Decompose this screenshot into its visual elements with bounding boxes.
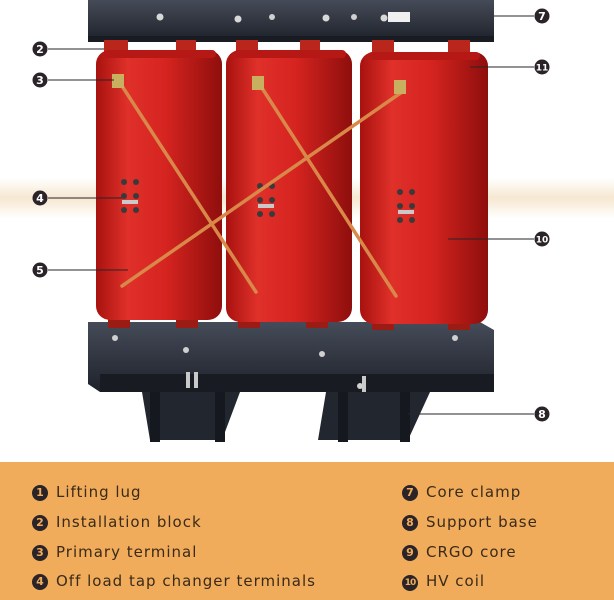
hv-coil-center bbox=[226, 50, 352, 322]
support-base bbox=[88, 322, 494, 442]
legend-label: Off load tap changer terminals bbox=[56, 572, 316, 590]
legend-item-crgo-core: 9 CRGO core bbox=[402, 543, 517, 561]
legend-item-installation-block: 2 Installation block bbox=[32, 513, 202, 531]
callout-11: 11 bbox=[534, 59, 550, 75]
svg-text:3: 3 bbox=[36, 74, 44, 87]
legend-item-hv-coil: 10 HV coil bbox=[402, 572, 485, 591]
callout-8: 8 bbox=[534, 406, 550, 422]
hv-coil-right bbox=[360, 52, 488, 324]
core-clamp-top bbox=[88, 0, 494, 42]
callout-2: 2 bbox=[32, 41, 48, 57]
legend-number: 7 bbox=[402, 485, 418, 501]
callout-7: 7 bbox=[534, 8, 550, 24]
legend-number: 3 bbox=[32, 545, 48, 561]
callout-3: 3 bbox=[32, 72, 48, 88]
legend-item-lifting-lug: 1 Lifting lug bbox=[32, 483, 142, 501]
callout-5: 5 bbox=[32, 262, 48, 278]
legend-label: Core clamp bbox=[426, 483, 522, 501]
legend-item-support-base: 8 Support base bbox=[402, 513, 538, 531]
svg-text:8: 8 bbox=[538, 408, 546, 421]
leader-lines bbox=[48, 15, 534, 415]
legend-label: HV coil bbox=[426, 572, 486, 590]
legend-label: CRGO core bbox=[426, 543, 517, 561]
legend-number: 4 bbox=[32, 574, 48, 590]
callout-10: 10 bbox=[534, 231, 550, 247]
legend-panel: 1 Lifting lug 2 Installation block 3 Primar… bbox=[0, 462, 614, 600]
svg-text:4: 4 bbox=[36, 192, 44, 205]
legend-item-tap-changer: 4 Off load tap changer terminals bbox=[32, 572, 316, 590]
legend-item-core-clamp: 7 Core clamp bbox=[402, 483, 521, 501]
svg-text:5: 5 bbox=[36, 264, 44, 277]
connection-bars bbox=[120, 84, 404, 298]
legend-label: Support base bbox=[426, 513, 538, 531]
legend-item-primary-terminal: 3 Primary terminal bbox=[32, 543, 197, 561]
legend-label: Lifting lug bbox=[56, 483, 142, 501]
hv-coil-left bbox=[96, 50, 222, 320]
callout-4: 4 bbox=[32, 190, 48, 206]
legend-label: Primary terminal bbox=[56, 543, 198, 561]
legend-number: 2 bbox=[32, 515, 48, 531]
svg-text:10: 10 bbox=[536, 236, 549, 246]
svg-text:11: 11 bbox=[536, 64, 549, 74]
legend-number: 1 bbox=[32, 485, 48, 501]
legend-number: 10 bbox=[402, 575, 418, 591]
legend-number: 8 bbox=[402, 515, 418, 531]
tap-changer-terminals bbox=[121, 179, 415, 223]
svg-text:7: 7 bbox=[538, 10, 546, 23]
legend-label: Installation block bbox=[56, 513, 202, 531]
transformer-figure: 7 2 11 3 4 10 5 8 bbox=[0, 0, 614, 442]
svg-text:2: 2 bbox=[36, 43, 44, 56]
legend-number: 9 bbox=[402, 545, 418, 561]
primary-terminals bbox=[112, 74, 406, 94]
